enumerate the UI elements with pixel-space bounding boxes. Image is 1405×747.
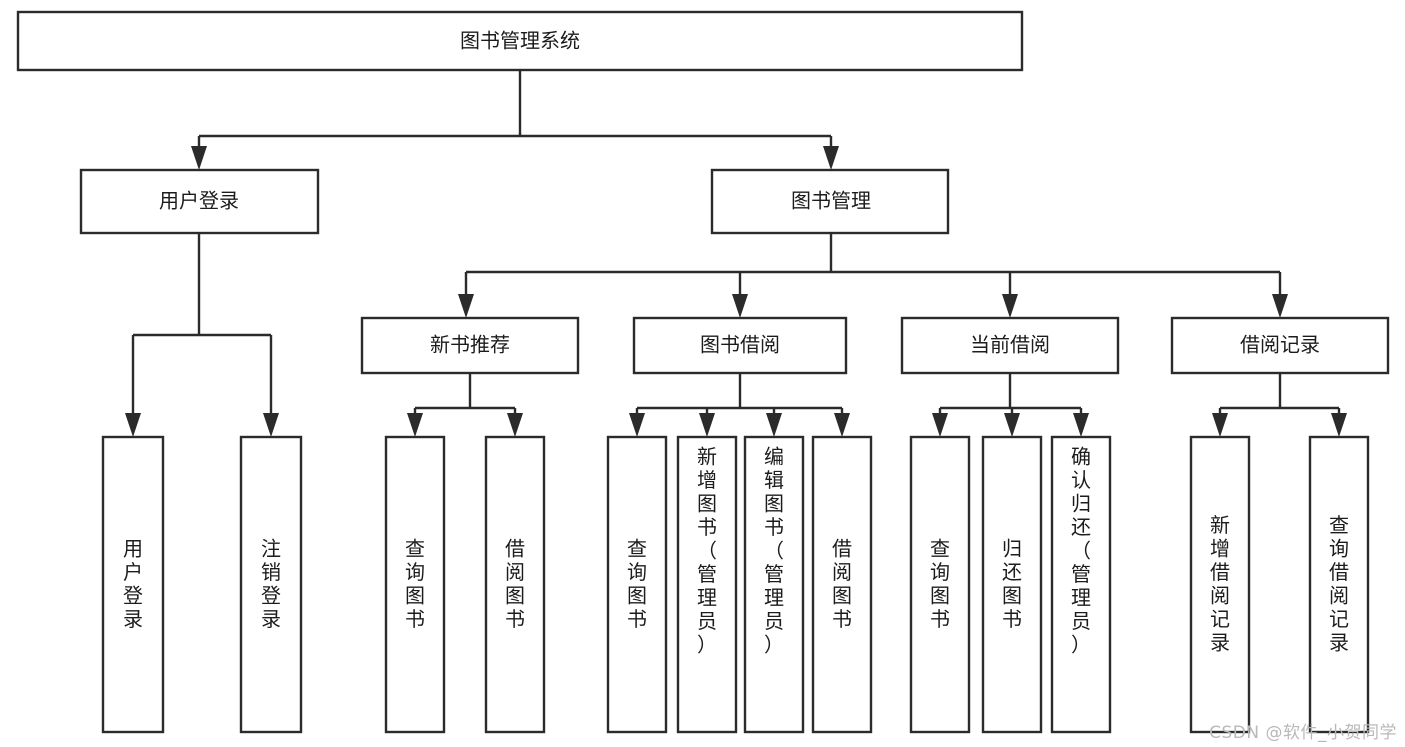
node-book-borrow-label: 图书借阅 [700, 333, 780, 357]
leaf-bb-borrow-book-box[interactable] [811, 435, 873, 734]
leaf-cb-return-book[interactable]: 归还图书 [981, 435, 1043, 734]
leaf-bb-query-book-label: 查询图书 [627, 536, 647, 631]
arrow-leaf-cb-confirm [1073, 413, 1089, 437]
leaf-cb-query-book-label: 查询图书 [930, 536, 950, 631]
leaf-cb-return-book-box[interactable] [981, 435, 1043, 734]
leaf-logout[interactable]: 注销登录 [239, 435, 303, 734]
arrow-leaf-br-add [1212, 413, 1228, 437]
leaf-bb-add-book-admin-label: 新增图书（管理员） [697, 445, 717, 657]
arrow-to-bookmgmt [823, 146, 839, 170]
leaf-bb-add-book-admin[interactable]: 新增图书（管理员） [676, 435, 738, 734]
arrow-leaf-bb-add [699, 413, 715, 437]
leaf-br-add-record-box[interactable] [1189, 435, 1251, 734]
node-book-borrow-box[interactable] [632, 316, 848, 375]
leaf-bb-borrow-book-label: 借阅图书 [832, 536, 852, 631]
arrow-to-userlogin [191, 146, 207, 170]
leaf-br-query-record-label: 查询借阅记录 [1329, 513, 1349, 655]
node-borrow-record-box[interactable] [1170, 316, 1390, 375]
leaf-nb-query-book-box[interactable] [384, 435, 446, 734]
node-user-login-label: 用户登录 [159, 189, 239, 213]
arrow-leaf-cb-return [1004, 413, 1020, 437]
node-book-management-label: 图书管理 [791, 189, 871, 213]
leaf-user-login[interactable]: 用户登录 [101, 435, 165, 734]
leaf-br-query-record[interactable]: 查询借阅记录 [1308, 435, 1370, 734]
arrow-to-borrowbook [732, 294, 748, 318]
arrow-to-borrowrecord [1272, 294, 1288, 318]
node-new-book-recommend-box[interactable] [360, 316, 580, 375]
leaf-bb-edit-book-admin[interactable]: 编辑图书（管理员） [743, 435, 805, 734]
node-book-borrow[interactable]: 图书借阅 [632, 316, 848, 375]
arrow-to-currentborrow [1002, 294, 1018, 318]
arrow-leaf-user-login [125, 413, 141, 437]
leaf-cb-query-book-box[interactable] [909, 435, 971, 734]
arrow-leaf-bb-query [629, 413, 645, 437]
node-root-box[interactable] [16, 10, 1024, 72]
arrow-to-newbook [458, 294, 474, 318]
leaf-br-add-record[interactable]: 新增借阅记录 [1189, 435, 1251, 734]
connector-layer [125, 70, 1347, 437]
leaf-bb-query-book-box[interactable] [606, 435, 668, 734]
arrow-leaf-br-query [1331, 413, 1347, 437]
leaf-nb-borrow-book-box[interactable] [484, 435, 546, 734]
leaf-cb-confirm-return-admin-box[interactable] [1050, 435, 1112, 734]
leaf-bb-add-book-admin-box[interactable] [676, 435, 738, 734]
leaf-nb-borrow-book-label: 借阅图书 [505, 536, 525, 631]
arrow-leaf-bb-edit [766, 413, 782, 437]
leaf-cb-confirm-return-admin[interactable]: 确认归还（管理员） [1050, 435, 1112, 734]
node-new-book-recommend[interactable]: 新书推荐 [360, 316, 580, 375]
leaf-logout-box[interactable] [239, 435, 303, 734]
leaf-nb-borrow-book[interactable]: 借阅图书 [484, 435, 546, 734]
node-borrow-record-label: 借阅记录 [1240, 333, 1320, 357]
leaf-br-query-record-box[interactable] [1308, 435, 1370, 734]
node-root-label: 图书管理系统 [460, 29, 580, 53]
node-book-management-box[interactable] [710, 168, 950, 235]
leaf-user-login-box[interactable] [101, 435, 165, 734]
leaf-bb-query-book[interactable]: 查询图书 [606, 435, 668, 734]
node-borrow-record[interactable]: 借阅记录 [1170, 316, 1390, 375]
arrow-leaf-bb-borrow [834, 413, 850, 437]
node-book-management[interactable]: 图书管理 [710, 168, 950, 235]
leaf-bb-edit-book-admin-box[interactable] [743, 435, 805, 734]
arrow-leaf-nb-query [407, 413, 423, 437]
node-current-borrow-label: 当前借阅 [970, 333, 1050, 357]
leaf-bb-edit-book-admin-label: 编辑图书（管理员） [764, 445, 784, 657]
leaf-cb-return-book-label: 归还图书 [1002, 536, 1022, 631]
leaf-nb-query-book[interactable]: 查询图书 [384, 435, 446, 734]
leaf-user-login-label: 用户登录 [123, 536, 143, 631]
leaf-cb-query-book[interactable]: 查询图书 [909, 435, 971, 734]
node-new-book-recommend-label: 新书推荐 [430, 333, 510, 357]
arrow-leaf-logout [263, 413, 279, 437]
leaf-bb-borrow-book[interactable]: 借阅图书 [811, 435, 873, 734]
node-current-borrow-box[interactable] [900, 316, 1120, 375]
node-root[interactable]: 图书管理系统 [16, 10, 1024, 72]
leaf-cb-confirm-return-admin-label: 确认归还（管理员） [1071, 445, 1091, 657]
arrow-leaf-cb-query [932, 413, 948, 437]
node-user-login-box[interactable] [79, 168, 320, 235]
leaf-logout-label: 注销登录 [261, 536, 281, 631]
node-user-login[interactable]: 用户登录 [79, 168, 320, 235]
leaf-br-add-record-label: 新增借阅记录 [1210, 513, 1230, 655]
leaf-nb-query-book-label: 查询图书 [405, 536, 425, 631]
arrow-leaf-nb-borrow [507, 413, 523, 437]
node-current-borrow[interactable]: 当前借阅 [900, 316, 1120, 375]
